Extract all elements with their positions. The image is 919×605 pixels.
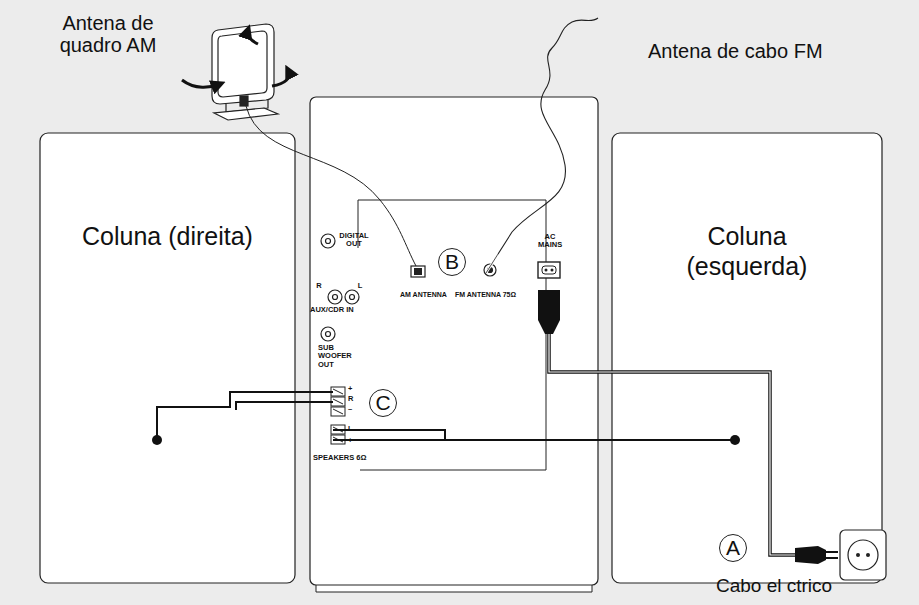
panel-label: SUB WOOFER OUT xyxy=(318,344,360,369)
terminal-label: R xyxy=(348,395,358,403)
panel-label: SPEAKERS 6Ω xyxy=(313,454,383,462)
node-text: B xyxy=(438,250,466,274)
panel-label: R xyxy=(314,282,324,290)
am-terminal xyxy=(411,266,425,277)
panel-label: AC MAINS xyxy=(538,233,562,250)
am-loop-antenna xyxy=(212,24,278,120)
rotate-arrow xyxy=(182,80,220,87)
panel-label: AUX/CDR IN xyxy=(310,306,370,314)
am-antenna-wire xyxy=(246,106,416,266)
antenna-label: Antena de cabo FM xyxy=(648,40,868,62)
callout-letter: A xyxy=(719,534,747,562)
terminal-label: + xyxy=(348,437,358,445)
wall-outlet xyxy=(840,530,886,580)
panel-label: DIGITAL OUT xyxy=(336,232,372,249)
speaker-terminals xyxy=(331,387,345,444)
ac-plug xyxy=(538,290,560,334)
panel-label: AM ANTENNA xyxy=(400,291,452,299)
node-text: Coluna (direita) xyxy=(68,221,268,251)
speaker-wire xyxy=(157,392,735,440)
rotate-arrow xyxy=(272,70,289,86)
speaker-cabinet xyxy=(612,133,882,583)
callout-letter: B xyxy=(438,248,466,276)
node-text: Coluna (esquerda) xyxy=(647,221,847,281)
terminal-label: – xyxy=(348,405,358,413)
speaker-terminal-dot xyxy=(152,435,162,445)
am-terminal xyxy=(414,268,422,275)
speaker-terminal-dot xyxy=(730,435,740,445)
speaker-box: Coluna (direita) xyxy=(40,133,295,251)
terminal-label: L xyxy=(348,425,358,433)
panel-label: L xyxy=(355,282,365,290)
panel-label: FM ANTENNA 75Ω xyxy=(455,291,525,299)
speaker-cabinet xyxy=(40,133,295,583)
fm-wire-antenna xyxy=(486,18,598,273)
ac-socket xyxy=(538,262,560,278)
main-unit xyxy=(310,97,598,585)
terminal-label: + xyxy=(348,385,358,393)
mains-plug xyxy=(795,546,826,564)
callout-letter: C xyxy=(369,389,397,417)
cable-label: Cabo el ctrico xyxy=(716,576,876,597)
antenna-label: Antena de quadro AM xyxy=(48,12,168,56)
power-cable xyxy=(549,334,795,555)
node-text: C xyxy=(369,391,397,415)
rotate-arrow xyxy=(247,30,258,44)
speaker-box: Coluna (esquerda) xyxy=(612,133,882,281)
node-text: A xyxy=(719,536,747,560)
